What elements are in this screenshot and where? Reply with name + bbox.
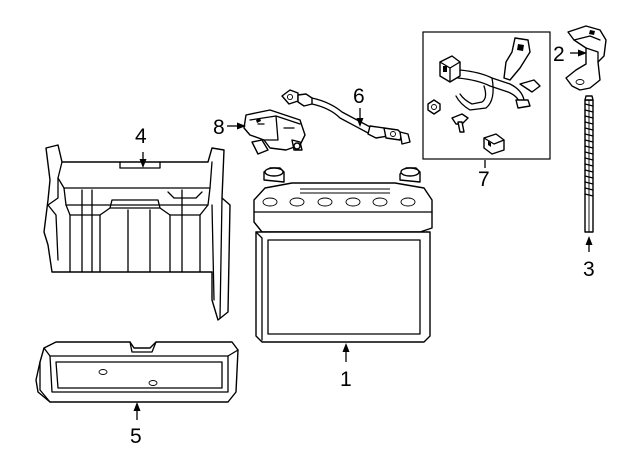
callout-2: 2 [553, 43, 565, 66]
callout-5: 5 [130, 425, 142, 448]
part-8-battery-sensor [243, 109, 306, 155]
leader-8 [227, 122, 246, 130]
leader-3 [585, 236, 593, 252]
callout-4: 4 [135, 125, 147, 148]
leader-5 [133, 402, 141, 420]
part-5-battery-tray [35, 341, 239, 403]
part-1-battery [253, 167, 433, 343]
part-7-cable-assembly [422, 31, 551, 160]
part-2-hold-down-bracket [565, 25, 607, 91]
part-3-hold-down-rod [584, 95, 594, 233]
part-6-ground-cable [281, 89, 411, 145]
leader-4 [139, 152, 147, 168]
callout-8: 8 [213, 116, 225, 139]
part-4-battery-holder [43, 144, 231, 321]
callout-1: 1 [340, 368, 352, 391]
leader-1 [342, 343, 350, 362]
callout-3: 3 [583, 258, 595, 281]
leader-2 [570, 49, 587, 57]
leader-6 [356, 108, 364, 127]
callout-7: 7 [478, 168, 490, 191]
callout-6: 6 [353, 85, 365, 108]
